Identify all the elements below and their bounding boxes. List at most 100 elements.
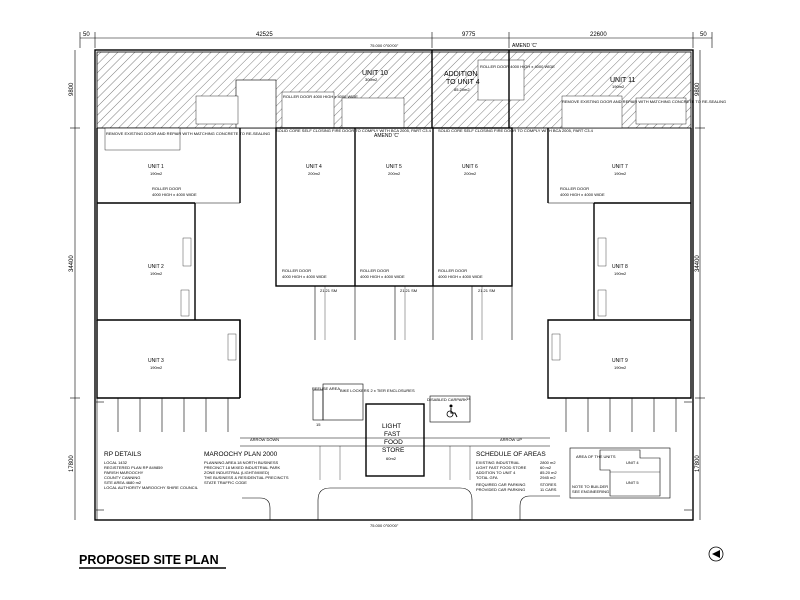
centre-parking-bays (314, 286, 513, 340)
rp-details-heading: RP DETAILS (104, 451, 142, 458)
hatched-existing-buildings (96, 50, 692, 151)
unit9-label: UNIT 9 (612, 358, 628, 364)
bike-lockers-label: BIKE LOCKERS 2 x TIER ENCLOSURES (340, 388, 415, 393)
unit10-area: 300m2 (365, 77, 378, 82)
disabled-carpark-bay (429, 395, 471, 423)
unit8-area: 190m2 (614, 271, 627, 276)
disabled-carpark-label: DISABLED CARPARK (427, 397, 467, 402)
schedule-row-1-value: 2800 m2 (540, 460, 556, 465)
site-boundary (94, 49, 694, 521)
note-roller-door-u10: ROLLER DOOR 4000 HIGH x 4000 WIDE (283, 94, 358, 99)
unit6-area: 200m2 (464, 171, 477, 176)
maroochy-line-5: STATE TRAFFIC CODE (204, 480, 247, 485)
schedule-row-4-label: TOTAL GFA (476, 475, 498, 480)
unit1-label: UNIT 1 (148, 164, 164, 170)
rp-details-block: RP DETAILS LOCAL 1432 REGISTERED PLAN RP… (104, 451, 199, 490)
unit4-label: UNIT 4 (306, 164, 322, 170)
food-store-area: 60m2 (386, 456, 397, 461)
key-plan-unit-b: UNIT 5 (626, 480, 639, 485)
maroochy-block: MAROOCHY PLAN 2000 PLANNING AREA 18 NORT… (204, 451, 289, 485)
schedule-heading: SCHEDULE OF AREAS (476, 451, 546, 458)
schedule-row-2-value: 60 m2 (540, 465, 552, 470)
dim-left-mid: 34400 (69, 255, 75, 272)
dim-left-upper: 9800 (69, 82, 75, 96)
top-dimension-line: 50 42525 9775 22600 50 (79, 32, 713, 48)
amend-mid-label: AMEND 'C' (374, 133, 399, 139)
schedule-row-6-value: 11 CARS (540, 487, 557, 492)
unit5-label: UNIT 5 (386, 164, 402, 170)
schedule-of-areas-block: SCHEDULE OF AREAS EXISTING INDUSTRIAL 28… (476, 451, 557, 492)
roller-door-u6: ROLLER DOOR (438, 268, 467, 273)
roller-size-u7: 4000 HIGH x 4000 WIDE (560, 192, 605, 197)
unit8-label: UNIT 8 (612, 264, 628, 270)
dim-left-lower: 17800 (69, 455, 75, 472)
dim-top-left: 42525 (256, 32, 273, 38)
roller-size-u1: 4000 HIGH x 4000 WIDE (152, 192, 197, 197)
unit9-area: 190m2 (614, 365, 627, 370)
food-store-line1: LIGHT (382, 423, 401, 430)
drawing-title: PROPOSED SITE PLAN (79, 553, 219, 567)
rp-line-1: LOCAL 1432 (104, 460, 128, 465)
note-remove-1: REMOVE EXISTING DOOR AND REPAIR WITH MAT… (106, 131, 270, 136)
unit11-label: UNIT 11 (610, 77, 636, 84)
note-roller-door-add: ROLLER DOOR 4000 HIGH x 4000 WIDE (480, 64, 555, 69)
note-solid-core-1: SOLID CORE SELF CLOSING FIRE DOOR TO COM… (276, 128, 432, 133)
unit10-label: UNIT 10 (362, 70, 388, 77)
number-15: 15 (316, 422, 321, 427)
unit6-label: UNIT 6 (462, 164, 478, 170)
key-plan-legend-sub: SEE ENGINEERING (572, 489, 609, 494)
boundary-bearing-top: 75.000 0°00'00" (370, 43, 399, 48)
key-plan-legend: NOTE TO BUILDER (572, 484, 608, 489)
schedule-row-5-value: STORES (540, 482, 557, 487)
wheelchair-icon (446, 404, 458, 418)
schedule-row-4-value: 2945 m2 (540, 475, 556, 480)
parking-space-3: 21.21 SM (478, 288, 495, 293)
unit2-area: 190m2 (150, 271, 163, 276)
unit7-area: 190m2 (614, 171, 627, 176)
unit11-area: 190m2 (612, 84, 625, 89)
north-arrow-icon (708, 546, 724, 562)
roller-size-u4: 4000 HIGH x 4000 WIDE (282, 274, 327, 279)
side-dimension-lines: 9800 34400 17800 9800 34400 17800 (69, 50, 705, 520)
schedule-row-5-label: REQUIRED CAR PARKING (476, 482, 526, 487)
maroochy-line-1: PLANNING AREA 18 NORTH BUSINESS (204, 460, 279, 465)
food-store-line4: STORE (382, 447, 405, 454)
unit3-area: 190m2 (150, 365, 163, 370)
refuse-area (312, 383, 364, 421)
boundary-bearing-bottom: 75.000 0°00'00" (370, 523, 399, 528)
key-plan-unit-a: UNIT 4 (626, 460, 639, 465)
schedule-row-3-label: ADDITION TO UNIT 4 (476, 470, 516, 475)
amend-top-label: AMEND 'C' (512, 43, 537, 49)
refuse-label: REFUSE AREA (312, 386, 340, 391)
food-store-line2: FAST (384, 431, 400, 438)
note-solid-core-2: SOLID CORE SELF CLOSING FIRE DOOR TO COM… (438, 128, 594, 133)
schedule-row-6-label: PROVIDED CAR PARKING (476, 487, 525, 492)
arrow-down-label: ARROW DOWN (250, 437, 279, 442)
schedule-row-2-label: LIGHT FAST FOOD STORE (476, 465, 527, 470)
unit3-label: UNIT 3 (148, 358, 164, 364)
food-store-line3: FOOD (384, 439, 403, 446)
key-plan-area-label: AREA OF THE UNITS (576, 454, 616, 459)
roller-door-u5: ROLLER DOOR (360, 268, 389, 273)
rp-line-5: SITE AREA 4680 m2 (104, 480, 142, 485)
food-store-outline (365, 403, 425, 477)
maroochy-line-4: THE BUSINESS & RESIDENTIAL PRECINCTS (204, 475, 289, 480)
rp-line-2: REGISTERED PLAN RP 849859 (104, 465, 163, 470)
dim-top-right: 22600 (590, 32, 607, 38)
roller-door-u4: ROLLER DOOR (282, 268, 311, 273)
dim-right-lower: 17800 (695, 455, 701, 472)
roller-door-u1: ROLLER DOOR (152, 186, 181, 191)
addition-sub: TO UNIT 4 (446, 79, 480, 86)
maroochy-line-2: PRECINCT 18 MIXED INDUSTRIAL PARK (204, 465, 280, 470)
unit2-label: UNIT 2 (148, 264, 164, 270)
dim-top-small-right: 50 (700, 32, 707, 38)
key-plan-inset (569, 447, 671, 499)
rp-line-6: LOCAL AUTHORITY MAROOCHY SHIRE COUNCIL (104, 485, 199, 490)
schedule-row-1-label: EXISTING INDUSTRIAL (476, 460, 520, 465)
rp-line-3: PARISH MAROOCHY (104, 470, 144, 475)
corner-markers (96, 401, 692, 511)
dim-top-small-left: 50 (83, 32, 90, 38)
unit4-area: 200m2 (308, 171, 321, 176)
dim-right-mid: 34400 (695, 255, 701, 272)
